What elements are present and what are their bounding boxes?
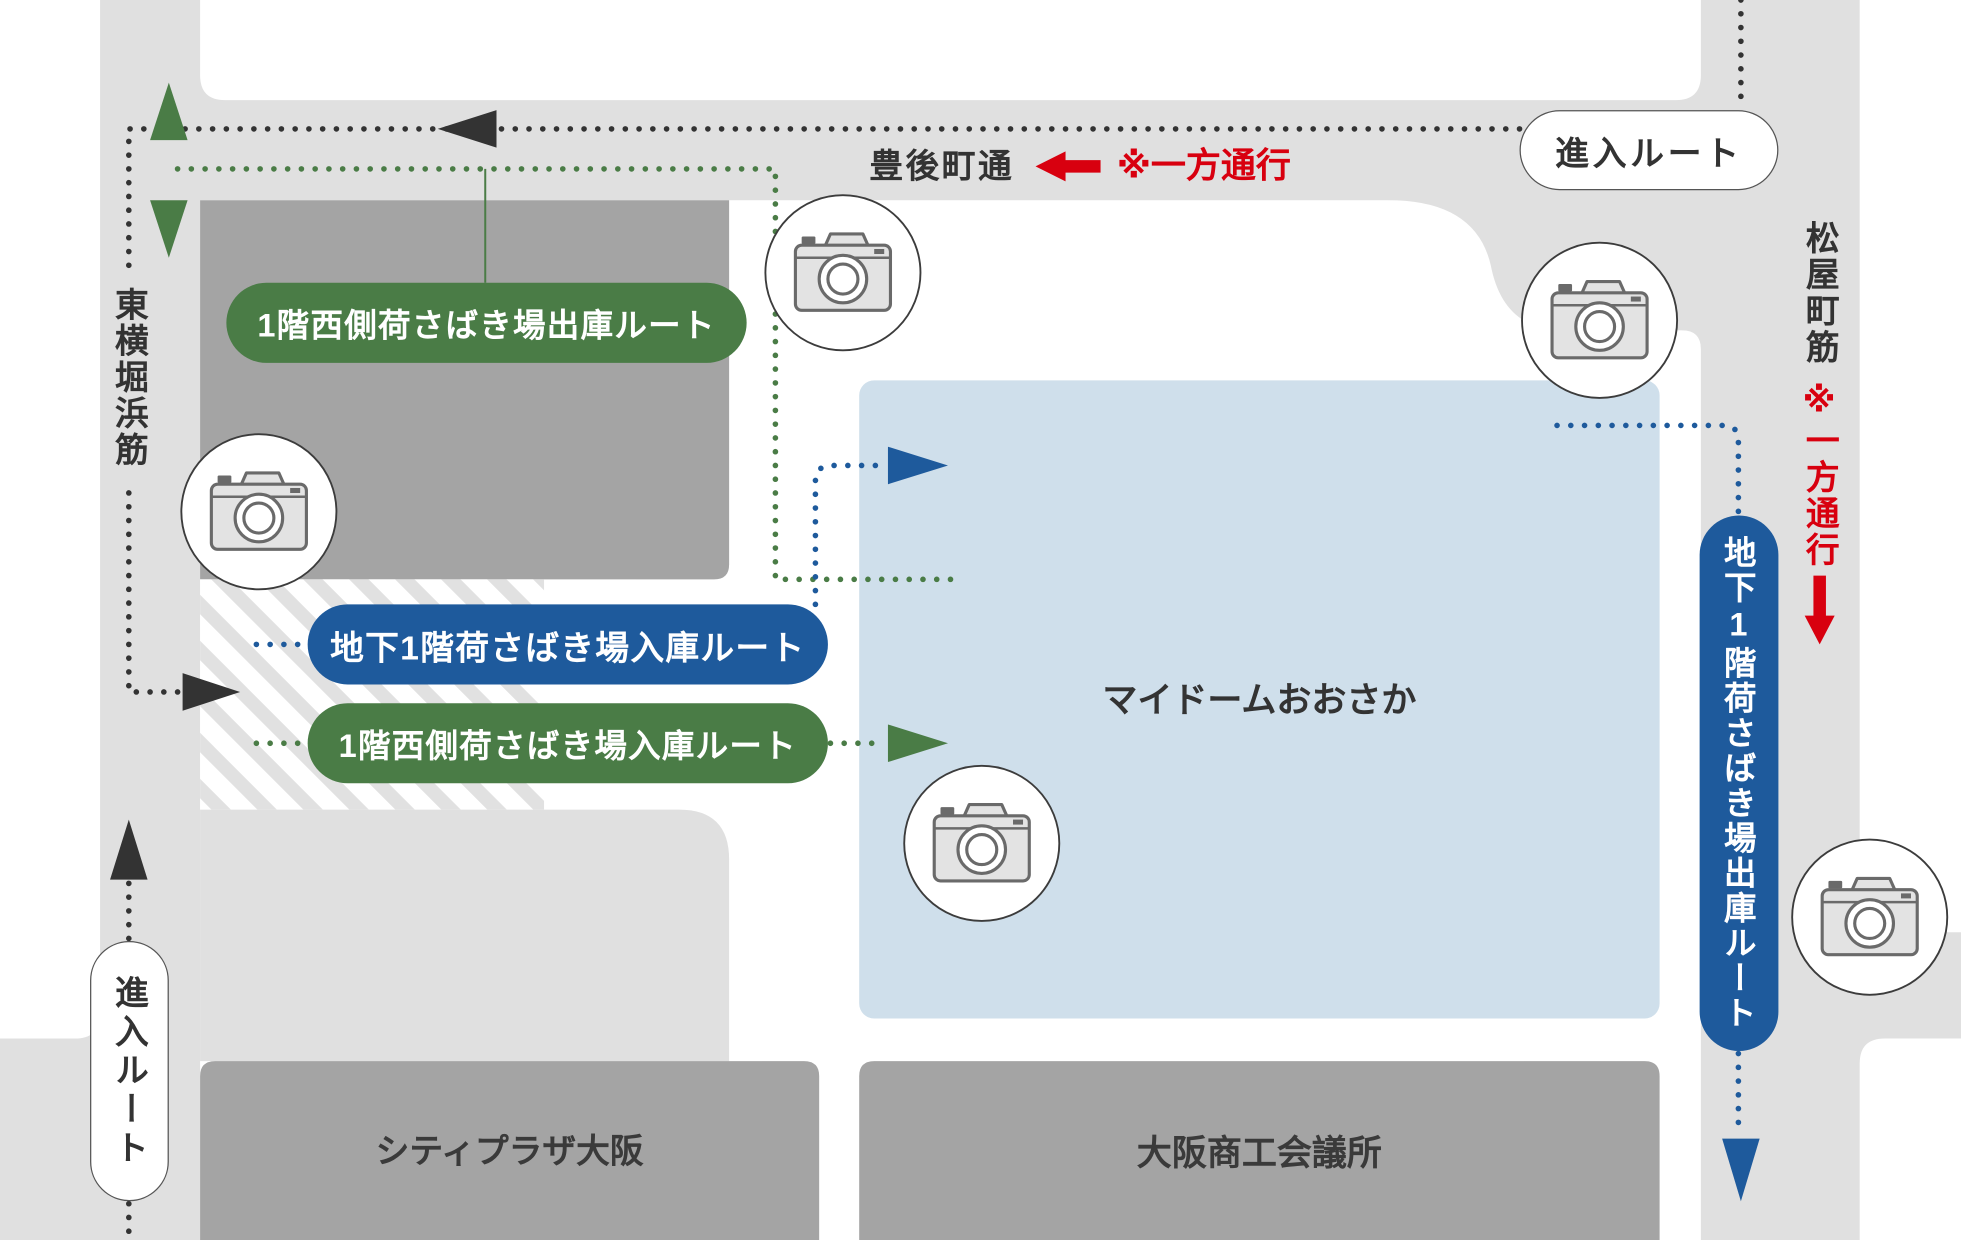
b1-exit-route-line (1554, 422, 1742, 519)
camera-icon[interactable] (1790, 838, 1949, 997)
west-1f-entry-route-label: 1階西側荷さばき場入庫ルート (307, 703, 828, 784)
block-east-lower (1859, 1038, 1961, 1240)
arrow-right-icon (887, 724, 948, 763)
arrow-up-icon (150, 82, 188, 141)
city-plaza-name: シティプラザ大阪 (375, 1132, 644, 1170)
street-name-top: 豊後町通 (869, 147, 1015, 186)
arrow-left-icon (437, 110, 497, 148)
block-north (200, 0, 1701, 101)
camera-icon[interactable] (179, 432, 338, 591)
one-way-arrow-down-icon (1804, 575, 1835, 645)
venue-name: マイドームおおさか (1102, 680, 1417, 720)
block-west (0, 0, 101, 1039)
entry-route-label-left: 進入ルート (90, 940, 169, 1202)
city-plaza-building (200, 1061, 820, 1240)
venue-building (859, 380, 1660, 1019)
chamber-name: 大阪商工会議所 (1136, 1133, 1382, 1173)
driveway-area (200, 809, 730, 1062)
entry-route-line (126, 126, 1523, 281)
one-way-arrow-left-icon (1035, 151, 1101, 182)
arrow-down-icon (1722, 1138, 1760, 1202)
block-east-upper (1859, 0, 1961, 933)
arrow-up-icon (110, 819, 148, 880)
arrow-right-icon (182, 673, 241, 711)
entry-route-label-top: 進入ルート (1519, 110, 1779, 191)
b1-exit-route-label: 地下1階荷さばき場出庫ルート (1699, 515, 1779, 1052)
entry-route-line (126, 490, 182, 695)
one-way-note-right: ※一方通行 (1800, 381, 1839, 569)
arrow-right-icon (887, 446, 948, 485)
b1-entry-route-label: 地下1階荷さばき場入庫ルート (307, 604, 828, 685)
one-way-note-top: ※一方通行 (1116, 146, 1291, 186)
camera-icon[interactable] (902, 764, 1061, 923)
b1-entry-route-line (812, 462, 886, 608)
street-name-right: 松屋町筋 (1800, 220, 1839, 366)
west-1f-exit-route-label: 1階西側荷さばき場出庫ルート (226, 282, 747, 363)
camera-icon[interactable] (1520, 241, 1679, 400)
camera-icon[interactable] (763, 193, 923, 352)
arrow-down-icon (150, 200, 188, 258)
chamber-building (859, 1061, 1660, 1240)
street-name-left: 東横堀浜筋 (110, 286, 148, 468)
